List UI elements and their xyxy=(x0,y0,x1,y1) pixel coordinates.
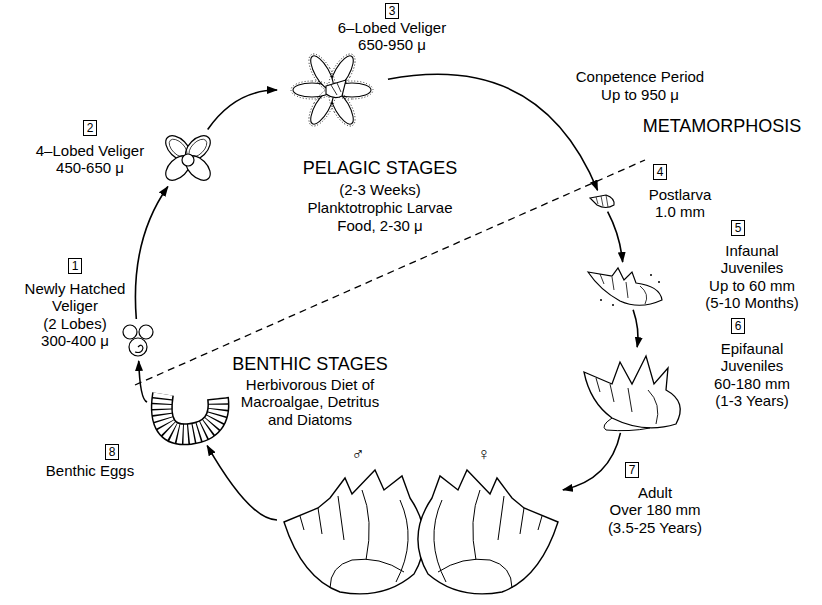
sex-symbol: ♀ xyxy=(477,444,491,465)
six-lobed-veliger xyxy=(291,50,373,130)
larval-shell xyxy=(182,154,194,166)
stage-name: Adult xyxy=(600,484,710,501)
stage-node: 1Newly Hatched Veliger(2 Lobes)300-400 μ xyxy=(118,322,158,358)
stage-label: 6–Lobed Veliger650-950 μ xyxy=(322,19,462,54)
conch-shell xyxy=(284,470,424,594)
stage-size: 450-650 μ xyxy=(20,159,160,176)
four-lobed-veliger xyxy=(161,131,215,185)
stage-name: Postlarva xyxy=(635,186,725,203)
cycle-arrow xyxy=(608,212,623,262)
stage-size: Over 180 mm xyxy=(600,501,710,518)
cycle-arrow xyxy=(563,433,621,490)
shell-whorls xyxy=(596,195,608,207)
stage-size: 650-950 μ xyxy=(322,36,462,53)
juvenile-shell xyxy=(588,268,662,305)
annotation-text: METAMORPHOSIS xyxy=(643,116,802,137)
stage-name: 6–Lobed Veliger xyxy=(322,19,462,36)
callout-number: 4 xyxy=(653,164,668,180)
cycle-arrow xyxy=(208,90,277,130)
stage-node: 24–Lobed Veliger450-650 μ xyxy=(158,132,218,184)
newly-hatched-veliger xyxy=(123,325,153,356)
stage-name: 4–Lobed Veliger xyxy=(20,142,160,159)
postlarva-shell xyxy=(590,195,614,208)
sex-symbol: ♂ xyxy=(351,444,365,465)
velum-lobe xyxy=(123,325,137,339)
callout-number: 7 xyxy=(625,462,640,478)
shell-whorls xyxy=(331,83,341,95)
cycle-arrow xyxy=(139,361,147,402)
annotation-text: BENTHIC STAGES xyxy=(232,354,388,375)
stage-label: Infaunal JuvenilesUp to 60 mm(5-10 Month… xyxy=(702,242,802,311)
postlarva-outline xyxy=(590,195,614,208)
sediment-grains xyxy=(600,275,660,305)
conch-lip xyxy=(438,559,512,588)
annotation-text: PELAGIC STAGES xyxy=(303,158,458,179)
stage-label: Epifaunal Juveniles60-180 mm(1-3 Years) xyxy=(702,340,802,409)
male-conch xyxy=(284,470,424,594)
annotation-text: Herbivorous Diet of Macroalgae, Detritus… xyxy=(234,376,386,428)
callout-number: 3 xyxy=(385,3,400,19)
adult-conchs xyxy=(284,470,558,594)
stage-node: 5Infaunal JuvenilesUp to 60 mm(5-10 Mont… xyxy=(585,265,665,307)
infaunal-juvenile xyxy=(588,268,662,305)
shell-foot xyxy=(604,418,650,431)
stage-label: AdultOver 180 mm(3.5-25 Years) xyxy=(600,484,710,536)
stage-label: Benthic Eggs xyxy=(30,462,150,479)
female-conch xyxy=(418,470,558,594)
callout-number: 8 xyxy=(105,444,120,460)
annotation-text: (2-3 Weeks) xyxy=(339,181,420,198)
velum-lobe xyxy=(181,151,215,185)
stage-node: 36–Lobed Veliger650-950 μ xyxy=(280,52,385,128)
epifaunal-juvenile xyxy=(584,356,680,431)
cycle-arrow xyxy=(633,310,638,347)
velum-lobe xyxy=(139,325,153,339)
callout-number: 6 xyxy=(731,318,746,334)
callout-number: 5 xyxy=(731,220,746,236)
conch-lip xyxy=(330,559,404,588)
metamorphosis-dashed-line xyxy=(135,160,645,385)
stage-node: 4Postlarva1.0 mm xyxy=(588,193,616,209)
stage-name: Epifaunal Juveniles xyxy=(702,340,802,375)
benthic-egg-mass xyxy=(162,394,219,434)
callout-number: 1 xyxy=(68,258,83,274)
stage-size: 60-180 mm xyxy=(702,375,802,392)
shell-whorls xyxy=(596,378,658,424)
annotation-text: Up to 950 μ xyxy=(601,86,679,103)
larval-shell xyxy=(129,338,147,356)
stage-node: 8Benthic Eggs xyxy=(150,385,228,443)
annotation-text: Conpetence Period xyxy=(576,68,704,85)
shell-whorls xyxy=(300,490,408,582)
conch-shell xyxy=(418,470,558,594)
stage-name: Infaunal Juveniles xyxy=(702,242,802,277)
stage-label: Newly Hatched Veliger(2 Lobes)300-400 μ xyxy=(21,280,129,349)
juvenile-shell xyxy=(584,356,680,428)
stage-name: Newly Hatched Veliger xyxy=(21,280,129,315)
velum-lobes xyxy=(291,50,373,130)
stage-label: 4–Lobed Veliger450-650 μ xyxy=(20,142,160,177)
stage-size: (2 Lobes) xyxy=(21,315,129,332)
stage-size: 1.0 mm xyxy=(635,203,725,220)
stage-node: 7AdultOver 180 mm(3.5-25 Years) xyxy=(280,440,560,600)
annotation-text: Food, 2-30 μ xyxy=(337,217,422,234)
stage-node: 6Epifaunal Juveniles60-180 mm(1-3 Years) xyxy=(580,350,680,430)
shell-whorls xyxy=(600,274,647,304)
annotation-text: Planktotrophic Larvae xyxy=(307,199,452,216)
stage-label: Postlarva1.0 mm xyxy=(635,186,725,221)
cycle-arrow xyxy=(207,446,277,520)
stage-size: (3.5-25 Years) xyxy=(600,519,710,536)
egg-mass-bands xyxy=(162,394,219,434)
stage-size: 300-400 μ xyxy=(21,332,129,349)
stage-size: Up to 60 mm xyxy=(702,277,802,294)
larval-shell xyxy=(326,80,346,98)
egg-mass-outline xyxy=(162,394,219,434)
stage-name: Benthic Eggs xyxy=(30,462,150,479)
stage-size: (1-3 Years) xyxy=(702,392,802,409)
callout-number: 2 xyxy=(83,120,98,136)
shell-spiral xyxy=(135,345,143,352)
cycle-arrow xyxy=(135,186,167,319)
shell-whorls xyxy=(434,490,542,582)
stage-size: (5-10 Months) xyxy=(702,294,802,311)
